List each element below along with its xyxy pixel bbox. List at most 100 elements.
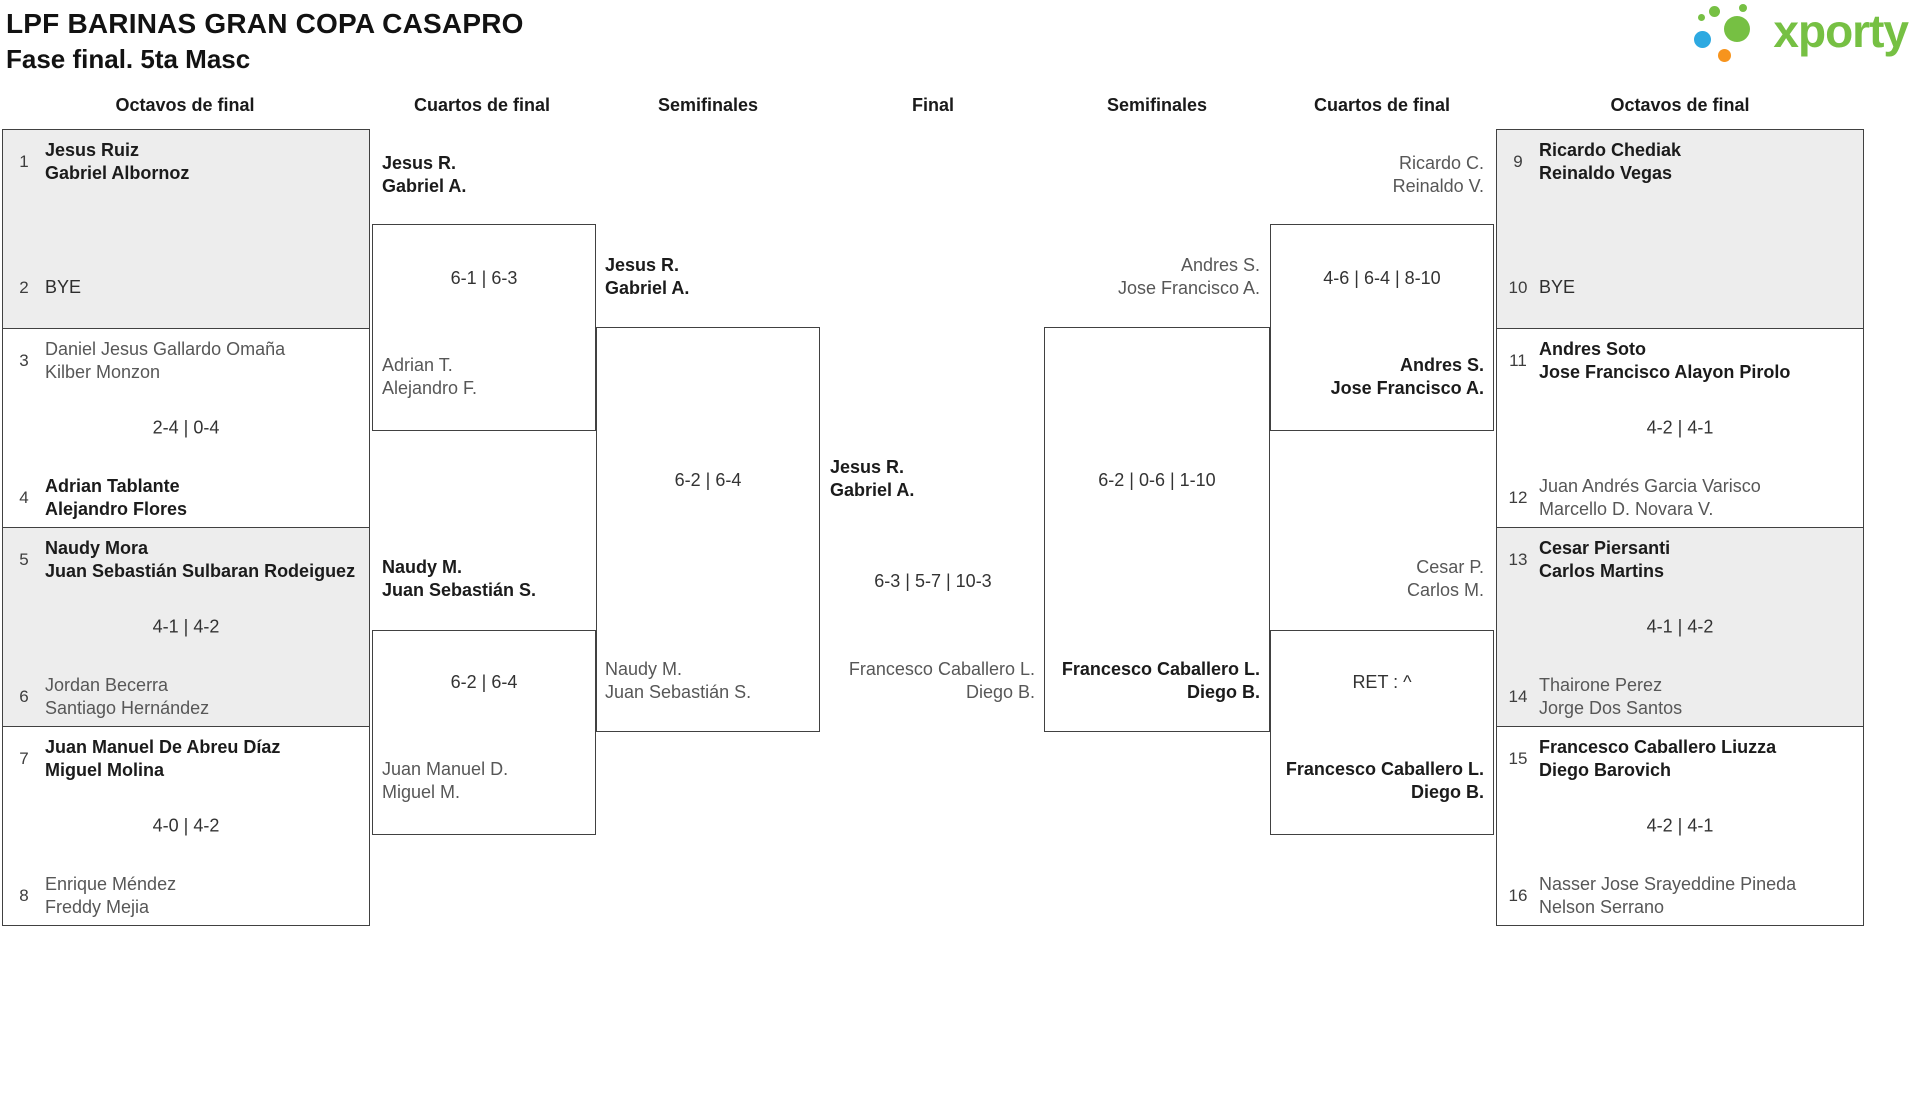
semifinal-box-left (596, 327, 820, 732)
team-name-line: Ricardo C. (1398, 153, 1484, 173)
qr2-winner: Francesco Caballero L. Diego B. (1286, 758, 1484, 804)
team-name-line: Carlos Martins (1539, 561, 1665, 581)
quarterfinal-box-right-1 (1270, 224, 1494, 431)
match-box-11v12: 11 Andres Soto Jose Francisco Alayon Pir… (1496, 328, 1864, 528)
logo-dot-icon (1739, 4, 1747, 12)
seed-number: 14 (1508, 687, 1528, 706)
seed-number: 12 (1508, 488, 1528, 507)
team-name-line: Naudy M. (605, 659, 683, 679)
team-name-line: BYE (1539, 277, 1576, 297)
page-subtitle: Fase final. 5ta Masc (6, 44, 251, 74)
team-name-line: Jesus Ruiz (45, 140, 140, 160)
team-name-line: Juan Sebastián S. (382, 580, 537, 600)
round-header-cuartos-right: Cuartos de final (1313, 95, 1451, 115)
team-name-line: Jordan Becerra (45, 675, 169, 695)
team-name-line: Nelson Serrano (1539, 897, 1665, 917)
team-name-line: Gabriel A. (605, 278, 690, 298)
team-name-line: Enrique Méndez (45, 874, 177, 894)
round-header-octavos-left: Octavos de final (115, 95, 255, 115)
team-entry: 15 Francesco Caballero Liuzza Diego Baro… (1507, 736, 1857, 782)
team-name-line: Juan Sebastián S. (605, 682, 752, 702)
match-score: 4-0 | 4-2 (152, 815, 220, 836)
team-name-line: Reinaldo Vegas (1539, 163, 1673, 183)
team-name-line: Miguel Molina (45, 760, 164, 780)
ql2-loser: Juan Manuel D. Miguel M. (382, 758, 508, 804)
seed-number: 9 (1513, 152, 1523, 171)
sl-score: 6-2 | 6-4 (674, 470, 742, 490)
sl-loser: Naudy M. Juan Sebastián S. (605, 658, 751, 704)
team-name-line: BYE (45, 277, 82, 297)
sr-loser: Andres S. Jose Francisco A. (1118, 254, 1260, 300)
match-box-1v2: 1 Jesus Ruiz Gabriel Albornoz 2 BYE (2, 129, 370, 329)
team-name-line: Carlos M. (1406, 580, 1484, 600)
team-name-line: Diego B. (965, 682, 1035, 702)
match-box-5v6: 5 Naudy Mora Juan Sebastián Sulbaran Rod… (2, 527, 370, 727)
team-entry: 6 Jordan Becerra Santiago Hernández (13, 674, 363, 720)
team-name-line: Francesco Caballero L. (1285, 759, 1484, 779)
match-score: 4-1 | 4-2 (152, 616, 220, 637)
logo-dot-icon (1709, 6, 1720, 17)
team-entry: 3 Daniel Jesus Gallardo Omaña Kilber Mon… (13, 338, 363, 384)
team-name-line: Andres Soto (1539, 339, 1647, 359)
team-name-line: Diego B. (1186, 682, 1260, 702)
logo-dot-icon (1694, 31, 1711, 48)
seed-number: 1 (19, 152, 29, 171)
quarterfinal-box-left-2 (372, 630, 596, 835)
match-box-7v8: 7 Juan Manuel De Abreu Díaz Miguel Molin… (2, 726, 370, 926)
team-name-line: Gabriel A. (830, 480, 915, 500)
match-box-15v16: 15 Francesco Caballero Liuzza Diego Baro… (1496, 726, 1864, 926)
team-name-line: Reinaldo V. (1392, 176, 1484, 196)
team-name-line: Naudy Mora (45, 538, 149, 558)
round-header-semis-right: Semifinales (1106, 95, 1208, 115)
team-name-line: Alejandro Flores (45, 499, 188, 519)
team-name-line: Juan Manuel D. (382, 759, 509, 779)
sr-score: 6-2 | 0-6 | 1-10 (1098, 470, 1216, 490)
seed-number: 5 (19, 550, 29, 569)
final-loser: Francesco Caballero L. Diego B. (849, 658, 1035, 704)
round-header-cuartos-left: Cuartos de final (413, 95, 551, 115)
qr2-loser: Cesar P. Carlos M. (1407, 556, 1484, 602)
team-name-line: Jesus R. (605, 255, 680, 275)
team-name-line: Ricardo Chediak (1539, 140, 1682, 160)
team-name-line: Gabriel Albornoz (45, 163, 190, 183)
team-entry: 8 Enrique Méndez Freddy Mejia (13, 873, 363, 919)
sl-winner: Jesus R. Gabriel A. (605, 254, 689, 300)
final-winner: Jesus R. Gabriel A. (830, 456, 914, 502)
quarterfinal-box-right-2 (1270, 630, 1494, 835)
team-name-line: Daniel Jesus Gallardo Omaña (45, 339, 286, 359)
match-box-13v14: 13 Cesar Piersanti Carlos Martins 4-1 | … (1496, 527, 1864, 727)
team-entry: 7 Juan Manuel De Abreu Díaz Miguel Molin… (13, 736, 363, 782)
team-entry: 2 BYE (13, 276, 363, 299)
team-entry: 11 Andres Soto Jose Francisco Alayon Pir… (1507, 338, 1857, 384)
team-entry: 13 Cesar Piersanti Carlos Martins (1507, 537, 1857, 583)
team-name-line: Adrian Tablante (45, 476, 180, 496)
team-name-line: Alejandro F. (382, 378, 478, 398)
match-score: 4-2 | 4-1 (1646, 815, 1714, 836)
final-score: 6-3 | 5-7 | 10-3 (874, 571, 992, 591)
team-name-line: Juan Andrés Garcia Varisco (1539, 476, 1761, 496)
seed-number: 13 (1508, 550, 1528, 569)
team-name-line: Jose Francisco A. (1330, 378, 1484, 398)
team-name-line: Gabriel A. (382, 176, 467, 196)
xporty-logo[interactable]: xporty (1694, 4, 1909, 70)
page-title: LPF BARINAS GRAN COPA CASAPRO (6, 8, 524, 39)
team-name-line: Kilber Monzon (45, 362, 161, 382)
team-entry: 4 Adrian Tablante Alejandro Flores (13, 475, 363, 521)
team-name-line: Naudy M. (382, 557, 463, 577)
team-name-line: Andres S. (1180, 255, 1260, 275)
team-name-line: Jesus R. (382, 153, 457, 173)
team-name-line: Francesco Caballero L. (1061, 659, 1260, 679)
logo-dot-icon (1724, 16, 1750, 42)
team-name-line: Jesus R. (830, 457, 905, 477)
seed-number: 7 (19, 749, 29, 768)
logo-dot-icon (1698, 14, 1705, 21)
match-box-3v4: 3 Daniel Jesus Gallardo Omaña Kilber Mon… (2, 328, 370, 528)
team-name-line: Nasser Jose Srayeddine Pineda (1539, 874, 1797, 894)
seed-number: 10 (1508, 277, 1528, 297)
team-entry: 10 BYE (1507, 276, 1857, 299)
qr1-loser: Ricardo C. Reinaldo V. (1393, 152, 1484, 198)
team-name-line: Jorge Dos Santos (1539, 698, 1683, 718)
team-name-line: Juan Sebastián Sulbaran Rodeiguez (45, 561, 356, 581)
seed-number: 2 (19, 277, 29, 297)
